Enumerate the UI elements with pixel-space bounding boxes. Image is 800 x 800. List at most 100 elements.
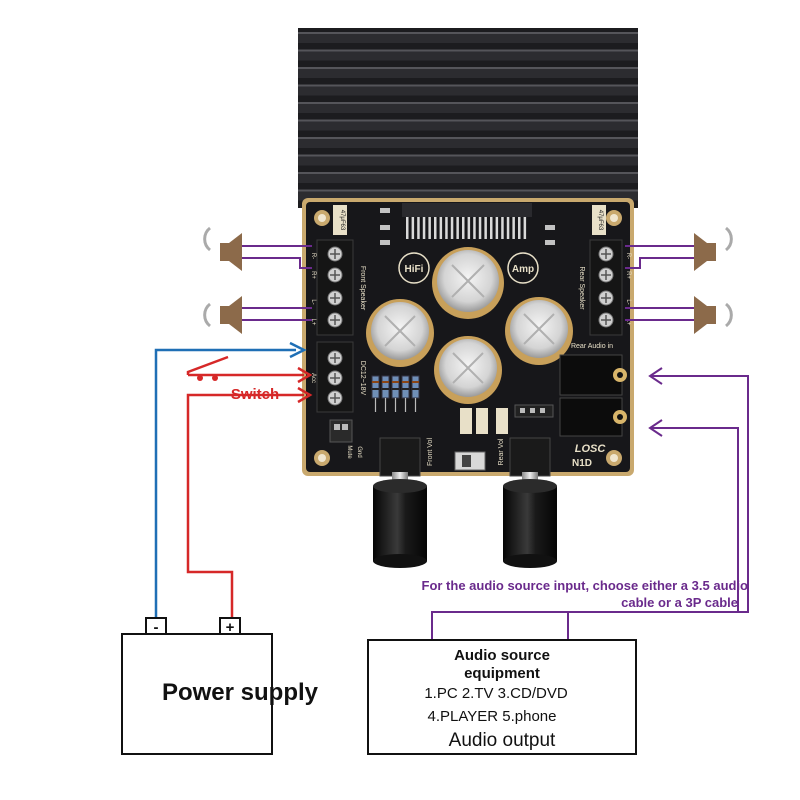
- front-speaker-screws: [327, 246, 343, 328]
- resistor-band: [402, 381, 409, 383]
- audio-input-note-line2: cable or a 3P cable: [621, 595, 738, 610]
- heatsink-fin-highlight: [298, 172, 638, 174]
- smd-component: [545, 225, 555, 230]
- chip-pin: [422, 217, 426, 239]
- power-supply-label: Power supply: [162, 679, 319, 706]
- resistor-band: [412, 388, 419, 390]
- pin-label-front-r-minus: R-: [310, 253, 316, 259]
- chip-pin: [439, 217, 443, 239]
- chip-pin: [450, 217, 454, 239]
- capacitor-vent: [451, 264, 485, 298]
- knob-body: [373, 486, 427, 561]
- heatsink-fin: [298, 137, 638, 148]
- resistor-band: [382, 381, 389, 383]
- slide-switch-knob: [462, 455, 471, 467]
- wire-negative: [154, 348, 296, 622]
- amp-chip-pins: [406, 217, 527, 239]
- chip-pin: [434, 217, 437, 239]
- pin-label-rear-r-plus: R+: [625, 271, 631, 279]
- audio-source-box: [367, 639, 637, 755]
- hifi-logo-text: HiFi: [405, 264, 424, 275]
- acc-label: Acc: [310, 373, 316, 383]
- heatsink-fin-highlight: [298, 189, 638, 192]
- speaker-wires: [242, 245, 694, 321]
- chip-pin: [495, 217, 499, 239]
- heatsink-fin: [298, 32, 638, 43]
- heatsink-fin-highlight: [298, 67, 638, 69]
- model-label: N1D: [572, 458, 592, 469]
- switch-contact: [212, 375, 218, 381]
- brand-logo: LOSC: [575, 443, 607, 455]
- mounting-hole-center: [318, 454, 326, 462]
- resistor-band: [372, 381, 379, 383]
- rear-speaker-screws: [598, 246, 614, 328]
- speaker-icon-front-right: [203, 226, 242, 271]
- amp-logo-text: Amp: [512, 264, 534, 275]
- resistor: [381, 375, 390, 399]
- audio-source-list-line2: 4.PLAYER 5.phone: [428, 708, 557, 725]
- switch-lever: [186, 355, 229, 375]
- heatsink-fin-highlight: [298, 84, 638, 87]
- pin-label-front-l-minus: L-: [310, 299, 316, 304]
- chip-pin: [478, 217, 482, 239]
- gnd-label: Gnd: [356, 446, 362, 457]
- heatsink-fin: [298, 84, 638, 96]
- heatsink-fin: [298, 154, 638, 166]
- chip-pin: [490, 217, 493, 239]
- capacitor-vent: [452, 352, 484, 384]
- chip-pin: [417, 217, 420, 239]
- heatsink-fin: [298, 119, 638, 131]
- jack-hole: [617, 372, 623, 378]
- hifi-logo: [398, 252, 430, 284]
- small-capacitor-top-right: [592, 205, 606, 235]
- heatsink-fin: [298, 189, 638, 201]
- audio-jack-lower: [559, 397, 623, 437]
- switch-label: Switch: [231, 386, 279, 403]
- mounting-hole-center: [610, 214, 618, 222]
- arrow-audio-jack: [648, 367, 663, 385]
- heatsink-fin-highlight: [298, 154, 638, 157]
- wire-rear-r-plus: [625, 257, 694, 269]
- heatsink-fin: [298, 67, 638, 78]
- power-supply: - + Power supply: [121, 617, 319, 755]
- heatsink: [298, 28, 638, 208]
- audio-source-title-line2: equipment: [464, 665, 540, 682]
- front-vol-label: Front Vol: [427, 438, 434, 466]
- chip-pin: [523, 217, 527, 239]
- audio-jack-upper: [559, 354, 623, 396]
- rear-speaker-label: Rear Speaker: [578, 266, 585, 310]
- heatsink-fin-highlight: [298, 119, 638, 122]
- amp-logo: [507, 252, 539, 284]
- pin-label-front-r-plus: R+: [310, 271, 316, 279]
- pin-label-rear-r-minus: R-: [625, 253, 631, 259]
- positive-sign: +: [226, 619, 235, 636]
- switch-contact: [197, 375, 203, 381]
- chip-pin: [501, 217, 504, 239]
- rear-volume-pot-housing: [509, 437, 551, 477]
- speaker-icon-rear-right: [694, 226, 733, 271]
- chip-pin: [406, 217, 409, 239]
- capacitor-bottom: [434, 336, 502, 404]
- resistor-band: [382, 388, 389, 390]
- heatsink-fin-highlight: [298, 137, 638, 139]
- arrow-positive: [297, 386, 313, 404]
- chip-pin: [411, 217, 415, 239]
- resistor-band: [402, 388, 409, 390]
- smd-component: [380, 225, 390, 230]
- power-supply-box: [121, 633, 273, 755]
- audio-input-wires: For the audio source input, choose eithe…: [422, 367, 749, 640]
- capacitor-left: [366, 299, 434, 367]
- small-capacitor-top-left: [333, 205, 347, 235]
- pin-label-rear-l-minus: L-: [625, 299, 631, 304]
- heatsink-fin-highlight: [298, 49, 638, 52]
- header-pin: [334, 424, 340, 430]
- negative-terminal: [145, 617, 167, 635]
- audio-source-equipment: Audio source equipment 1.PC 2.TV 3.CD/DV…: [367, 639, 637, 755]
- resistor: [371, 375, 380, 399]
- wire-audio-jack: [431, 375, 749, 640]
- header-pin: [540, 408, 545, 413]
- arrow-acc: [297, 366, 313, 384]
- smd-component: [380, 208, 390, 213]
- negative-sign: -: [154, 619, 159, 636]
